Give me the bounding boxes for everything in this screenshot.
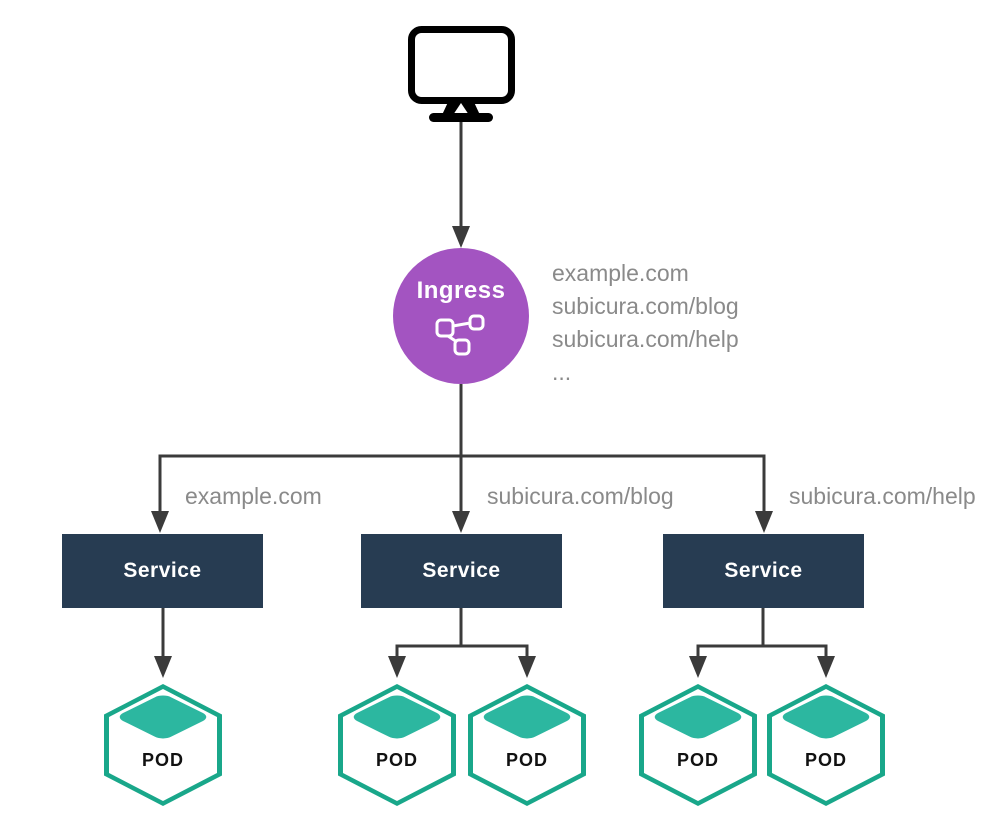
service-box: Service — [663, 534, 864, 608]
branch-rule-label: subicura.com/blog — [487, 483, 674, 509]
pod-label: POD — [804, 750, 847, 770]
route-item: subicura.com/help — [552, 326, 739, 352]
route-item: subicura.com/blog — [552, 293, 739, 319]
ingress-node: Ingress — [393, 248, 529, 384]
pod-label: POD — [141, 750, 184, 770]
branch-rule-label: subicura.com/help — [789, 483, 976, 509]
ingress-label: Ingress — [416, 277, 506, 304]
service-label: Service — [123, 559, 202, 582]
pod-node: POD — [468, 684, 586, 806]
service-label: Service — [724, 559, 803, 582]
route-item: ... — [552, 359, 572, 385]
branch-rule-label: example.com — [185, 483, 322, 509]
service-label: Service — [422, 559, 501, 582]
pod-label: POD — [375, 750, 418, 770]
service-box: Service — [62, 534, 263, 608]
service-box: Service — [361, 534, 562, 608]
monitor-icon — [408, 26, 515, 122]
pod-label: POD — [676, 750, 719, 770]
pod-node: POD — [639, 684, 757, 806]
ingress-routes: example.com subicura.com/blog subicura.c… — [552, 257, 739, 389]
route-item: example.com — [552, 260, 689, 286]
pod-node: POD — [104, 684, 222, 806]
pod-node: POD — [767, 684, 885, 806]
pod-label: POD — [505, 750, 548, 770]
ingress-routing-icon — [435, 314, 485, 356]
pod-node: POD — [338, 684, 456, 806]
